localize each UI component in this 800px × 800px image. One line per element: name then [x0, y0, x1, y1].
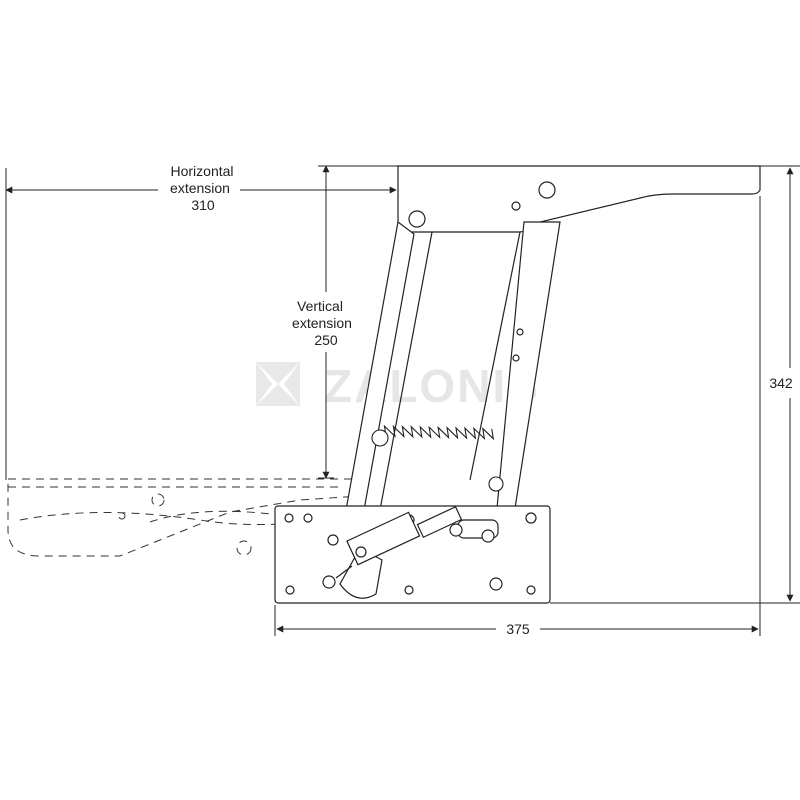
- horizontal-extension-label-line1: Horizontal: [170, 163, 233, 179]
- top-mounting-arm: [397, 165, 761, 233]
- vertical-extension-label-line1: Vertical: [297, 298, 343, 314]
- width-dimension-value: 375: [506, 621, 530, 637]
- watermark: ZALONIS: [256, 360, 540, 412]
- dimension-lines: [5, 165, 800, 636]
- vertical-extension-value: 250: [314, 332, 338, 348]
- horizontal-extension-value: 310: [191, 197, 215, 213]
- vertical-extension-label-line2: extension: [292, 315, 352, 331]
- gas-strut: [322, 506, 499, 599]
- spring: [371, 424, 504, 492]
- height-dimension-value: 342: [769, 375, 793, 391]
- watermark-logo-icon: [256, 362, 300, 406]
- dimension-labels: Horizontal extension 310 Vertical extens…: [170, 163, 793, 637]
- watermark-text: ZALONIS: [324, 360, 540, 412]
- horizontal-extension-label-line2: extension: [170, 180, 230, 196]
